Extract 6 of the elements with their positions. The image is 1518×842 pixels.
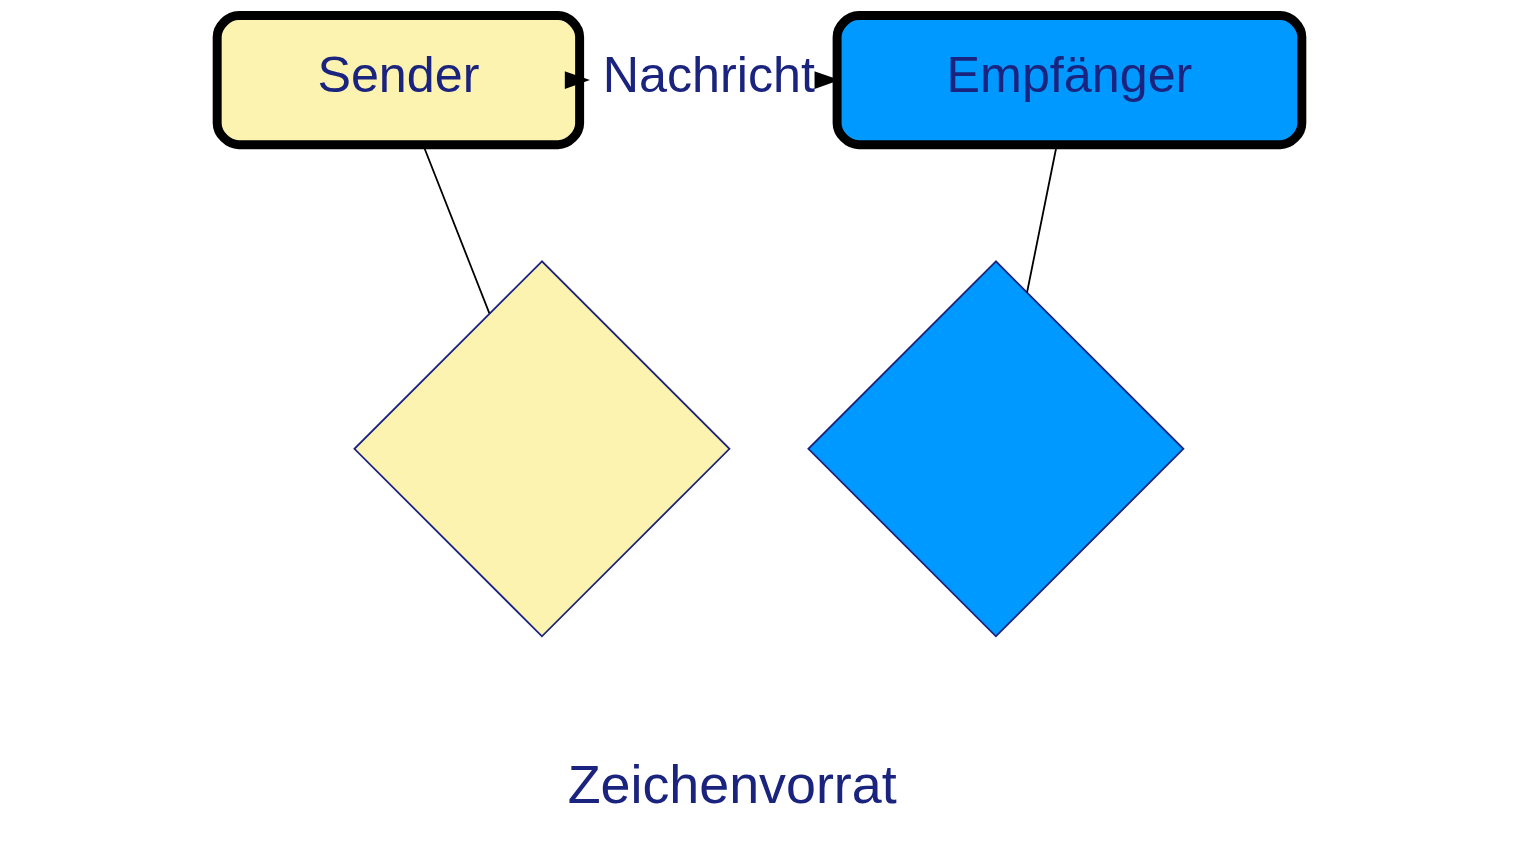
arrow	[564, 71, 590, 89]
node-text: Nachricht	[602, 47, 815, 104]
label: Zeichenvorrat	[567, 754, 897, 815]
node-diamond	[806, 260, 1185, 638]
node-box: Empfänger	[832, 11, 1306, 150]
node-diamond	[352, 260, 731, 638]
